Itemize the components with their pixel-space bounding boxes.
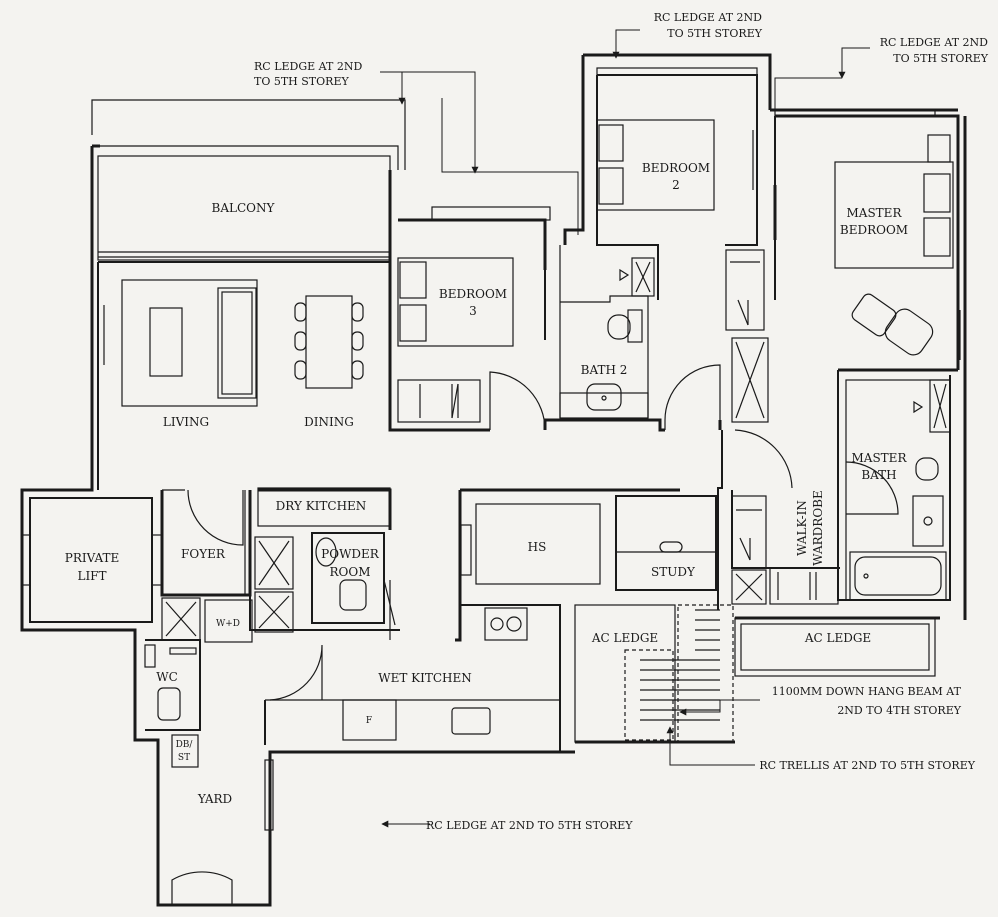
label-dry-kitchen: DRY KITCHEN (276, 499, 367, 513)
label-powder-room-line1: POWDER (321, 547, 380, 561)
label-master-bath-line1: MASTER (852, 451, 908, 465)
note-rc-ledge-top-right-line2: TO 5TH STOREY (893, 52, 988, 65)
note-rc-ledge-top-left-line1: RC LEDGE AT 2ND (254, 60, 362, 73)
label-walk-in-wardrobe-line1: WALK-IN (795, 500, 809, 556)
label-balcony: BALCONY (212, 201, 276, 215)
bedroom-3 (388, 206, 551, 432)
label-hs: HS (528, 540, 547, 554)
wet-kitchen (264, 604, 561, 752)
label-powder-room-line2: ROOM (330, 565, 371, 579)
label-wc: WC (156, 670, 178, 684)
wc (144, 639, 201, 731)
label-private-lift-line1: PRIVATE (65, 551, 119, 565)
master-bedroom (773, 109, 961, 370)
label-master-bedroom-line2: BEDROOM (840, 223, 908, 237)
rc-trellis (640, 609, 720, 721)
ac-ledge-left (574, 604, 734, 743)
yard (171, 734, 274, 905)
label-walk-in-wardrobe-line2: WARDROBE (811, 490, 825, 566)
label-washer-dryer: W+D (216, 619, 240, 629)
master-bath (837, 368, 958, 601)
note-rc-ledge-top-right-line1: RC LEDGE AT 2ND (880, 36, 988, 49)
label-master-bedroom-line1: MASTER (847, 206, 903, 220)
note-rc-ledge-top-mid-line1: RC LEDGE AT 2ND (654, 11, 762, 24)
label-living: LIVING (163, 415, 209, 429)
label-db-st-line2: ST (178, 753, 190, 763)
label-ac-ledge-right: AC LEDGE (804, 631, 871, 645)
note-rc-trellis: RC TRELLIS AT 2ND TO 5TH STOREY (759, 759, 975, 772)
ac-ledge-right (734, 617, 936, 677)
walk-in-wardrobe (717, 429, 840, 610)
note-rc-ledge-bottom: RC LEDGE AT 2ND TO 5TH STOREY (426, 819, 633, 832)
powder-room (311, 532, 396, 640)
label-bedroom-3-line1: BEDROOM (439, 287, 507, 301)
balcony (91, 99, 406, 263)
label-db-st-line1: DB/ (176, 740, 194, 750)
note-rc-ledge-top-mid-line2: TO 5TH STOREY (667, 27, 762, 40)
note-rc-ledge-top-left-line2: TO 5TH STOREY (254, 75, 349, 88)
note-down-hang-beam-line2: 2ND TO 4TH STOREY (837, 704, 961, 717)
label-foyer: FOYER (181, 547, 226, 561)
dry-kitchen (249, 487, 400, 633)
label-master-bath-line2: BATH (861, 468, 896, 482)
label-yard: YARD (197, 792, 232, 806)
label-fridge: F (366, 716, 372, 726)
label-study: STUDY (651, 565, 696, 579)
label-private-lift-line2: LIFT (77, 569, 106, 583)
label-ac-ledge-left: AC LEDGE (591, 631, 658, 645)
label-bedroom-2-line1: BEDROOM (642, 161, 710, 175)
label-bedroom-2-line2: 2 (672, 178, 680, 192)
label-bedroom-3-line2: 3 (469, 304, 477, 318)
household-shelter (455, 488, 680, 642)
label-wet-kitchen: WET KITCHEN (378, 671, 472, 685)
label-walk-in-wardrobe: WALK-IN WARDROBE (795, 490, 825, 566)
label-bath-2: BATH 2 (581, 363, 628, 377)
label-dining: DINING (304, 415, 354, 429)
study (615, 495, 717, 591)
note-down-hang-beam-line1: 1100MM DOWN HANG BEAM AT (772, 685, 962, 698)
bath-2 (543, 245, 665, 432)
bedroom-2 (563, 53, 772, 430)
living-dining (97, 262, 364, 490)
